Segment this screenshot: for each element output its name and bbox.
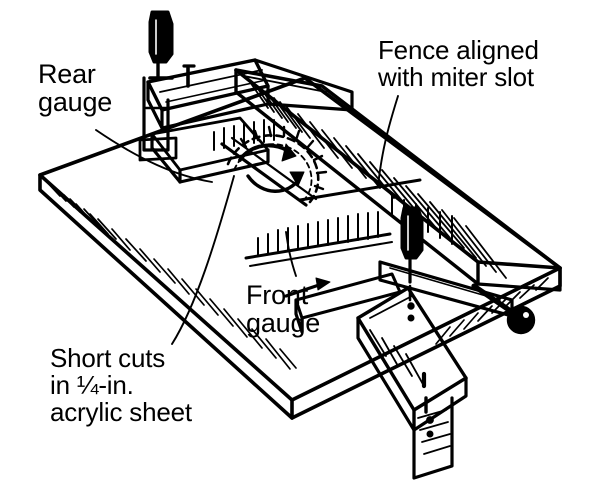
callout-short-cuts: Short cuts in ¼-in. acrylic sheet xyxy=(50,343,192,428)
kerf-marks-rear xyxy=(213,119,275,151)
saw-blade xyxy=(226,125,328,204)
leader-short-cuts xyxy=(171,175,235,345)
lever-knob xyxy=(471,283,536,335)
leader-lines xyxy=(95,95,399,345)
kerf-marks-front xyxy=(257,211,379,257)
screwdriver-clamp-front xyxy=(400,206,424,322)
leader-front-gauge xyxy=(285,231,297,277)
edge-hatching-left xyxy=(45,180,297,370)
leader-rear-gauge xyxy=(95,129,213,183)
leader-fence-aligned xyxy=(377,95,399,187)
callout-front-gauge: Front gauge xyxy=(246,280,321,339)
feed-direction-arrow xyxy=(284,277,331,298)
screwdriver-clamp-rear xyxy=(148,10,174,80)
callout-rear-gauge: Rear gauge xyxy=(38,59,113,118)
front-gauge-hatching xyxy=(369,329,451,455)
miter-slot xyxy=(213,119,393,267)
front-gauge-bar xyxy=(294,260,514,480)
callout-fence-aligned: Fence aligned with miter slot xyxy=(378,35,539,93)
rear-gauge-bar xyxy=(138,58,354,184)
rip-fence xyxy=(234,68,562,292)
